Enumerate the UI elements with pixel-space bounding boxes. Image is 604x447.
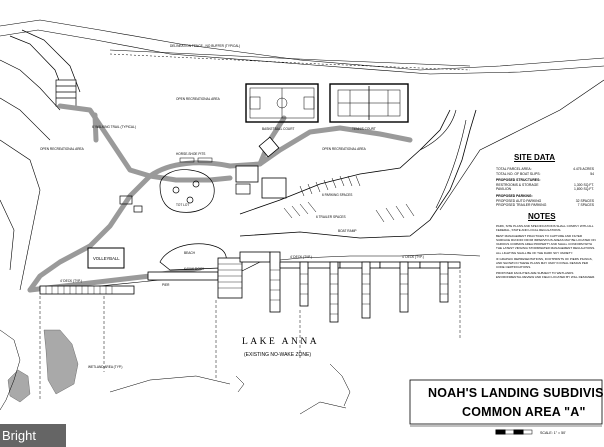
row-label: PROPOSED TRAILER PARKING bbox=[496, 203, 547, 208]
row-label: TOTAL NO. OF BOAT SLIPS: bbox=[496, 171, 541, 176]
note-item: IF GRAPHIC REPRESENTATIONS, FOOTPRINTS O… bbox=[496, 257, 593, 270]
site-data-row: TOTAL NO. OF BOAT SLIPS: 54 bbox=[496, 172, 594, 177]
parking-heading: PROPOSED PARKING: bbox=[496, 193, 533, 198]
volleyball-court bbox=[87, 247, 125, 269]
structures-heading: PROPOSED STRUCTURES: bbox=[496, 178, 541, 183]
row-value: 32 SPACES bbox=[575, 198, 594, 203]
site-data-row: PROPOSED AUTO PARKING 32 SPACES bbox=[496, 199, 594, 204]
open-rec-area-right: OPEN RECREATIONAL AREA bbox=[322, 147, 367, 151]
delineation-fence-label: DELINEATION FENCE - NO BUFFER (TYPICAL) bbox=[170, 44, 240, 48]
row-value: 54 bbox=[590, 171, 594, 176]
row-value: 1,800 SQ.FT. bbox=[574, 187, 594, 192]
notes-list: PARK, SITE PLANS AND SPECIFICATIONS SHAL… bbox=[496, 224, 596, 282]
row-label: PROPOSED AUTO PARKING bbox=[496, 198, 542, 203]
note-item: PARK, SITE PLANS AND SPECIFICATIONS SHAL… bbox=[496, 224, 594, 232]
volleyball-label: VOLLEYBALL bbox=[93, 256, 120, 261]
watermark: Bright bbox=[0, 424, 66, 447]
parking-stalls bbox=[283, 175, 415, 223]
tot-lot-label: TOT LOT bbox=[176, 203, 189, 207]
basketball-court bbox=[245, 83, 319, 123]
kayak-dock-label: KAYAK DOCK bbox=[184, 267, 205, 271]
scale-label: SCALE: 1" = 50' bbox=[540, 431, 566, 435]
parking-lot bbox=[239, 109, 477, 239]
dashed-boundaries bbox=[39, 270, 461, 400]
wetland-area bbox=[7, 329, 79, 403]
deck-a-label: 4' DECK (TYP.) bbox=[290, 255, 312, 259]
entrance-road bbox=[9, 29, 81, 107]
plan-subtitle: COMMON AREA "A" bbox=[462, 405, 586, 419]
tennis-court-label: TENNIS COURT bbox=[352, 127, 376, 131]
note-item: PROPOSED FACILITIES ARE SUBJECT TO WETLA… bbox=[496, 271, 596, 279]
horseshoe-pits bbox=[179, 157, 213, 163]
walking-trail-label: 6' WALKING TRAIL (TYPICAL) bbox=[92, 125, 136, 129]
open-rec-area-left: OPEN RECREATIONAL AREA bbox=[40, 147, 85, 151]
boat-ramp-label: BOAT RAMP bbox=[338, 229, 356, 233]
buildings bbox=[235, 136, 287, 199]
site-data-row: PAVILION 1,800 SQ.FT. bbox=[496, 187, 594, 192]
site-data-row: RESTROOMS & STORAGE 1,300 SQ.FT. bbox=[496, 183, 594, 188]
row-label: PAVILION bbox=[496, 187, 512, 192]
parking-spaces-label: 6 PARKING SPACES bbox=[322, 193, 352, 197]
wetland-area-label: WETLAND AREA (TYP.) bbox=[88, 365, 122, 369]
row-value: 4.475 ACRES bbox=[573, 167, 594, 171]
note-item: BEST MANAGEMENT PRACTICES TO CAPTURE AND… bbox=[496, 233, 596, 250]
plan-title: NOAH'S LANDING SUBDIVISION bbox=[428, 386, 604, 400]
row-label: TOTAL PARCEL AREA: bbox=[496, 167, 532, 171]
site-data-row: PROPOSED TRAILER PARKING 7 SPACES bbox=[496, 203, 594, 208]
note-item: ALL LIGHTING SHALL BE OF THE DARK SKY VA… bbox=[496, 251, 573, 256]
row-value: 1,300 SQ.FT. bbox=[574, 182, 594, 187]
lake-name: LAKE ANNA bbox=[242, 337, 319, 347]
pier-label: PIER bbox=[162, 283, 170, 287]
basketball-court-label: BASKETBALL COURT bbox=[262, 127, 294, 131]
boat-slips bbox=[45, 263, 448, 315]
beach-label: BEACH bbox=[184, 251, 196, 255]
row-value: 7 SPACES bbox=[577, 203, 594, 208]
site-data-table: TOTAL PARCEL AREA: 4.475 ACRES TOTAL NO. … bbox=[496, 167, 594, 208]
bottom-shoreline bbox=[0, 329, 351, 415]
tennis-court bbox=[329, 83, 409, 123]
title-block bbox=[409, 379, 603, 435]
delineation-fence bbox=[109, 49, 471, 71]
trailer-spaces-label: 6 TRAILER SPACES bbox=[316, 215, 346, 219]
open-rec-area-top: OPEN RECREATIONAL AREA bbox=[176, 97, 221, 101]
notes-title: NOTES bbox=[528, 212, 556, 221]
property-boundary bbox=[0, 19, 604, 291]
row-label: RESTROOMS & STORAGE bbox=[496, 182, 539, 187]
tot-lot bbox=[119, 169, 251, 213]
horseshoe-pits-label: HORSE-SHOE PITS bbox=[176, 152, 205, 156]
lake-note: (EXISTING NO-WAKE ZONE) bbox=[244, 352, 311, 358]
deck-typ-label: 4' DECK (TYP.) bbox=[60, 279, 82, 283]
site-data-title: SITE DATA bbox=[514, 153, 556, 162]
deck-b-label: 4' DECK (TYP.) bbox=[402, 255, 424, 259]
site-data-row: TOTAL PARCEL AREA: 4.475 ACRES bbox=[496, 167, 594, 172]
